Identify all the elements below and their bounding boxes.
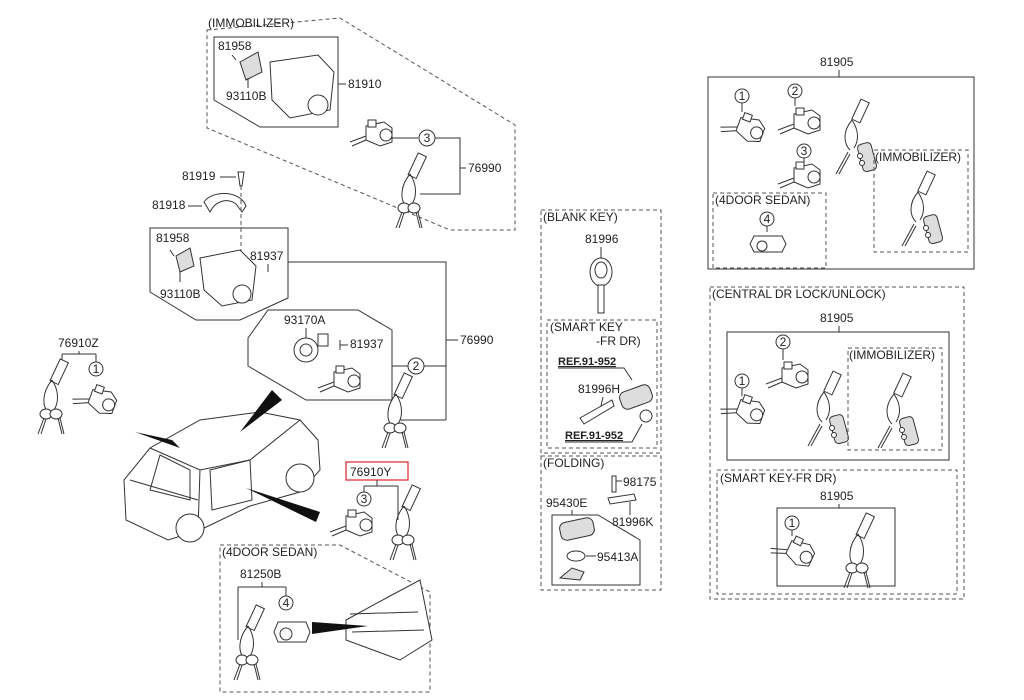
set-81905-top: 81905 1 2 3 (4DOOR SEDAN) 4 (IMMOBILIZER… xyxy=(707,55,975,270)
part-label-81905-smart: 81905 xyxy=(820,489,854,503)
svg-text:3: 3 xyxy=(361,492,368,506)
key-set-part-5[interactable] xyxy=(233,604,265,681)
key-set-part-2[interactable] xyxy=(381,372,413,449)
shear-bolt-part[interactable] xyxy=(237,171,245,187)
part-label-81958-2: 81958 xyxy=(156,231,190,245)
part-label-81918: 81918 xyxy=(152,198,186,212)
ref-link-91-952-bottom[interactable]: REF.91-952 xyxy=(565,430,623,442)
flip-key-part-2[interactable] xyxy=(901,170,944,247)
blank-key-part[interactable] xyxy=(589,257,613,314)
pin-part xyxy=(611,475,617,493)
part-label-81905-central: 81905 xyxy=(820,311,854,325)
svg-text:1: 1 xyxy=(739,374,746,388)
door-cylinder-part-6[interactable] xyxy=(768,527,819,571)
folding-label: (FOLDING) xyxy=(543,456,604,470)
door-cylinder-part-2[interactable] xyxy=(329,509,373,537)
smart-key-fr-group: (SMART KEY-FR DR) 81905 1 xyxy=(716,469,958,595)
steering-lock-group: 81919 81918 81958 93110B 81937 xyxy=(149,169,447,420)
part-label-93110B-2: 93110B xyxy=(160,287,200,301)
part-label-81996K: 81996K xyxy=(612,515,653,529)
immobilizer-label-2: (IMMOBILIZER) xyxy=(875,150,961,164)
part-label-81937: 81937 xyxy=(250,249,284,263)
part-label-93170A: 93170A xyxy=(284,313,325,327)
part-label-98175: 98175 xyxy=(623,475,657,489)
smart-key-label-1: (SMART KEY xyxy=(550,320,623,334)
vehicle-illustration xyxy=(123,390,321,543)
key-set-part[interactable] xyxy=(395,152,427,229)
part-label-81996H: 81996H xyxy=(578,382,620,396)
part-label-81919: 81919 xyxy=(182,169,216,183)
trunk-cylinder-part-2[interactable] xyxy=(749,235,787,253)
door-cylinder-part-4[interactable] xyxy=(777,161,821,189)
svg-text:1: 1 xyxy=(93,362,100,376)
blank-key-group: (BLANK KEY) 81996 xyxy=(540,209,662,454)
folding-key-fob-part[interactable] xyxy=(559,517,596,542)
key-blade-part[interactable] xyxy=(607,493,637,505)
emergency-key-part[interactable] xyxy=(579,399,615,425)
immobilizer-module-part-2[interactable] xyxy=(175,247,195,273)
ref-link-91-952-top[interactable]: REF.91-952 xyxy=(558,356,616,368)
door-lock-right-group: 76910Y 3 xyxy=(329,461,421,561)
bracket-part[interactable] xyxy=(203,193,247,214)
ignition-cylinder-part-4[interactable] xyxy=(765,361,809,389)
svg-text:2: 2 xyxy=(780,335,787,349)
ignition-group-2: 93170A 81937 2 76990 xyxy=(247,309,494,449)
part-label-81910: 81910 xyxy=(348,77,382,91)
svg-text:1: 1 xyxy=(739,89,746,103)
sedan-label: (4DOOR SEDAN) xyxy=(222,545,317,559)
immobilizer-label: (IMMOBILIZER) xyxy=(208,16,294,30)
blank-key-label: (BLANK KEY) xyxy=(543,210,618,224)
part-label-93110B: 93110B xyxy=(226,89,266,103)
part-label-81937-2: 81937 xyxy=(350,337,384,351)
folding-key-group: (FOLDING) 98175 95430E 81996K 95413A xyxy=(540,455,662,591)
door-lock-left-group: 76910Z 1 xyxy=(37,336,120,435)
svg-text:4: 4 xyxy=(764,212,771,226)
immobilizer-group-top: (IMMOBILIZER) 81958 93110B 81910 3 76990 xyxy=(206,16,516,231)
key-set-part-4[interactable] xyxy=(389,484,421,561)
svg-text:2: 2 xyxy=(792,84,799,98)
part-label-81905-top: 81905 xyxy=(820,55,854,69)
trunk-cylinder-part[interactable] xyxy=(273,621,311,643)
immobilizer-label-3: (IMMOBILIZER) xyxy=(849,348,935,362)
part-label-95430E: 95430E xyxy=(546,496,587,510)
part-label-81996: 81996 xyxy=(585,232,619,246)
part-label-81958: 81958 xyxy=(218,39,252,53)
ignition-cylinder-part-3[interactable] xyxy=(777,107,821,135)
flip-key-part-3[interactable] xyxy=(807,370,850,447)
central-lock-label: (CENTRAL DR LOCK/UNLOCK) xyxy=(712,287,886,301)
svg-text:3: 3 xyxy=(424,131,431,145)
central-lock-group: (CENTRAL DR LOCK/UNLOCK) 81905 2 1 (IMMO… xyxy=(709,286,965,600)
ignition-cylinder-part-2[interactable] xyxy=(317,365,361,393)
part-label-76990-2: 76990 xyxy=(460,333,494,347)
callout-4 xyxy=(278,595,294,611)
smart-key-label-2: -FR DR) xyxy=(596,334,641,348)
flip-key-part-4[interactable] xyxy=(877,372,920,449)
callout-1 xyxy=(88,361,104,377)
svg-text:2: 2 xyxy=(413,359,420,373)
part-label-76990: 76990 xyxy=(468,161,502,175)
smart-key-group: (SMART KEY -FR DR) REF.91-952 81996H REF… xyxy=(546,319,658,449)
ignition-cylinder-part[interactable] xyxy=(349,119,393,147)
svg-text:4: 4 xyxy=(283,596,290,610)
battery-part xyxy=(639,409,653,423)
immobilizer-module-part[interactable] xyxy=(239,51,263,81)
door-cylinder-part[interactable] xyxy=(70,377,120,418)
callout-3-door xyxy=(356,491,372,507)
door-cylinder-part-3[interactable] xyxy=(718,105,768,146)
flip-key-part[interactable] xyxy=(835,98,878,175)
part-label-76910Z: 76910Z xyxy=(58,336,99,350)
battery-part-2 xyxy=(566,550,586,562)
smart-key-fob-part[interactable] xyxy=(618,383,654,411)
smart-key-fr-label: (SMART KEY-FR DR) xyxy=(720,471,836,485)
key-set-part-6[interactable] xyxy=(843,512,875,589)
part-label-95413A: 95413A xyxy=(597,550,638,564)
door-cylinder-part-5[interactable] xyxy=(718,387,768,428)
key-set-part-3[interactable] xyxy=(37,358,69,435)
sedan-trunk-group: (4DOOR SEDAN) 81250B 4 xyxy=(219,544,433,693)
sedan-label-2: (4DOOR SEDAN) xyxy=(715,193,810,207)
svg-text:3: 3 xyxy=(801,144,808,158)
svg-text:1: 1 xyxy=(789,516,796,530)
part-label-76910Y[interactable]: 76910Y xyxy=(350,465,391,479)
part-label-81250B: 81250B xyxy=(240,567,281,581)
